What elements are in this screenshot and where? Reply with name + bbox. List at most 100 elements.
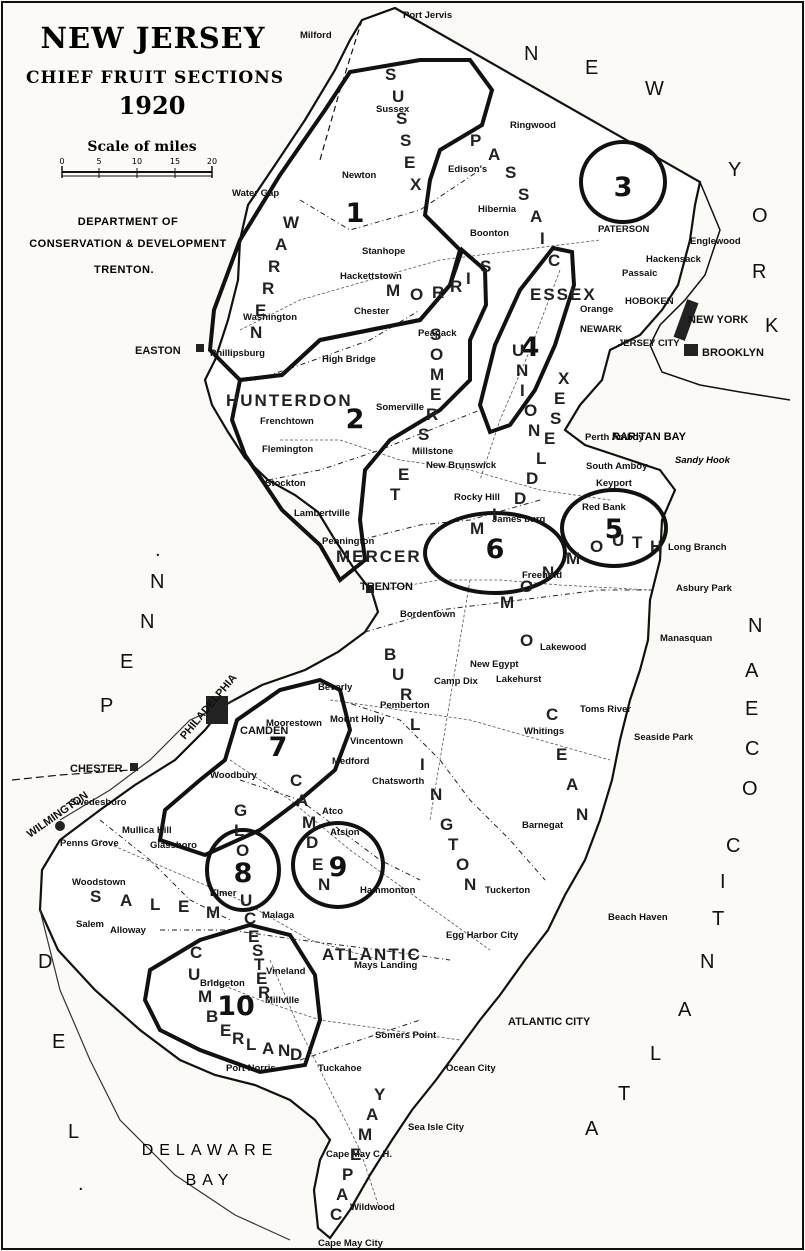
place-jamesburg: James burg	[492, 514, 546, 525]
delaware-label: D E L .	[38, 951, 84, 1195]
county-monmouth-3: N	[542, 563, 556, 582]
easton-marker	[196, 344, 204, 352]
county-sussex-2: U	[392, 87, 406, 106]
county-camden-3: M	[302, 813, 318, 832]
place-hoboken: HOBOKEN	[625, 296, 674, 307]
place-pennington: Pennington	[322, 536, 374, 547]
place-red-bank: Red Bank	[582, 502, 627, 513]
city-markers	[55, 299, 699, 831]
scale-bar: 0 5 10 15 20	[59, 157, 217, 178]
scale-tick-0: 0	[59, 157, 64, 166]
county-cape-may-5: M	[358, 1125, 374, 1144]
county-morris-6: S	[480, 257, 493, 276]
place-woodstown: Woodstown	[72, 877, 126, 888]
department-line-1: DEPARTMENT OF	[78, 216, 178, 228]
county-monmouth-7: T	[632, 533, 644, 552]
place-egg-harbor-city: Egg Harbor City	[446, 930, 519, 941]
county-salem-4: E	[178, 897, 191, 916]
place-lakewood: Lakewood	[540, 642, 587, 653]
county-camden-6: N	[318, 875, 332, 894]
region-outline-8	[205, 828, 281, 912]
trenton-marker	[366, 585, 374, 593]
county-essex: ESSEX	[530, 285, 597, 304]
county-cumberland-9: N	[278, 1041, 292, 1060]
place-swedesboro: Swedesboro	[70, 797, 127, 808]
county-cumberland-10: D	[290, 1045, 304, 1064]
ny-letter-e: E	[585, 57, 598, 79]
ocean-letter-3: L	[650, 1043, 661, 1065]
county-salem-1: S	[90, 887, 103, 906]
county-warren-5: E	[255, 301, 268, 320]
region-number-8: 8	[234, 858, 253, 889]
county-gloucester-7: S	[252, 941, 265, 960]
county-monmouth-8: H	[650, 537, 664, 556]
place-boonton: Boonton	[470, 228, 509, 239]
county-somerset-4: E	[430, 385, 443, 404]
department-line-3: TRENTON.	[94, 264, 154, 276]
region-number-7: 7	[269, 732, 288, 763]
place-manasquan: Manasquan	[660, 633, 712, 644]
ny-letter-r: R	[752, 261, 766, 283]
place-mays-landing: Mays Landing	[354, 960, 418, 971]
place-high-bridge: High Bridge	[322, 354, 376, 365]
delaware-bay-shore	[39, 909, 291, 1241]
place-barnegat: Barnegat	[522, 820, 564, 831]
region-outline-2	[229, 246, 489, 584]
ocean-letter-6: T	[712, 908, 724, 930]
county-passaic-6: I	[540, 229, 547, 248]
county-cumberland-5: E	[220, 1021, 233, 1040]
ocean-letter-9: O	[742, 778, 758, 800]
place-beach-haven: Beach Haven	[608, 912, 668, 923]
county-morris-1: M	[386, 281, 402, 300]
place-wildwood: Wildwood	[350, 1202, 395, 1213]
county-monmouth-2: O	[520, 577, 535, 596]
county-burlington-4: L	[410, 715, 422, 734]
place-jersey-city: JERSEY CITY	[618, 338, 680, 349]
county-ocean-1: O	[520, 631, 535, 650]
new-york-label: N E W Y O R K	[524, 43, 779, 337]
county-ocean-5: N	[576, 805, 590, 824]
place-vincentown: Vincentown	[350, 736, 403, 747]
penn-letter-p: P	[100, 695, 113, 717]
label-trenton: TRENTON	[360, 581, 413, 593]
county-monmouth-4: M	[566, 549, 582, 568]
place-chester-nj: Chester	[354, 306, 390, 317]
county-gloucester-5: C	[244, 909, 258, 928]
county-gloucester-1: G	[234, 801, 249, 820]
ny-letter-w: W	[645, 78, 664, 100]
region-number-1: 1	[346, 198, 365, 229]
place-passaic: Passaic	[622, 268, 657, 279]
fruit-regions	[142, 58, 668, 1075]
county-cumberland-4: B	[206, 1007, 220, 1026]
county-sussex-5: E	[404, 153, 417, 172]
county-burlington-6: N	[430, 785, 444, 804]
ny-letter-o: O	[752, 205, 768, 227]
place-sea-isle-city: Sea Isle City	[408, 1122, 465, 1133]
county-somerset-5: R	[426, 405, 440, 424]
department-line-2: CONSERVATION & DEVELOPMENT	[29, 238, 227, 250]
county-monmouth-1: M	[500, 593, 516, 612]
philadelphia-marker	[206, 696, 228, 724]
region-outline-10	[142, 922, 323, 1075]
region-number-5: 5	[605, 514, 624, 545]
penn-letter-e: E	[120, 651, 133, 673]
place-south-amboy: South Amboy	[586, 461, 648, 472]
county-burlington-2: U	[392, 665, 406, 684]
county-burlington-1: B	[384, 645, 398, 664]
place-chatsworth: Chatsworth	[372, 776, 424, 787]
delaware-bay-label-1: DELAWARE	[142, 1142, 279, 1159]
county-burlington-9: O	[456, 855, 471, 874]
place-sussex: Sussex	[376, 104, 410, 115]
county-cape-may-2: A	[336, 1185, 350, 1204]
county-burlington-3: R	[400, 685, 414, 704]
county-burlington-7: G	[440, 815, 455, 834]
map-title: NEW JERSEY	[41, 21, 266, 55]
place-keyport: Keyport	[596, 478, 633, 489]
region-number-4: 4	[521, 332, 540, 363]
region-outline-4	[477, 245, 577, 435]
place-millville: Millville	[265, 995, 299, 1006]
county-camden-2: A	[296, 791, 310, 810]
scale-tick-15: 15	[170, 157, 180, 166]
del-letter-e: E	[52, 1031, 65, 1053]
